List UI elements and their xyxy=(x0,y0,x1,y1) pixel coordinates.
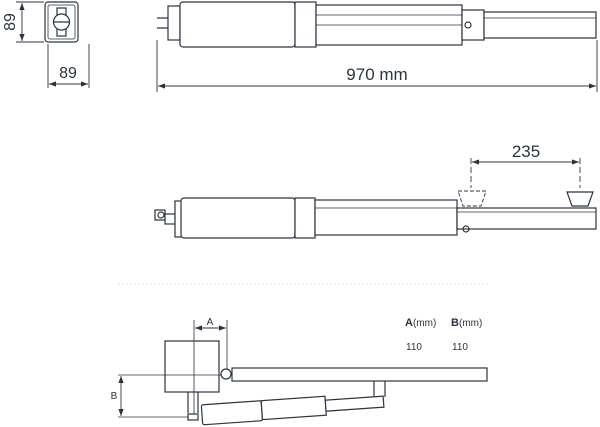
end-width-label: 89 xyxy=(59,65,77,82)
outer-tube-2 xyxy=(314,199,458,236)
extended-position-bracket xyxy=(566,191,594,207)
piston-rod-2 xyxy=(456,207,597,230)
dim-b-label: B xyxy=(111,391,118,402)
stroke-view: 235 xyxy=(154,142,597,239)
length-label: 970 mm xyxy=(346,65,407,84)
end-height-label: 89 xyxy=(2,13,19,31)
piston-rod xyxy=(483,11,597,39)
table-value-a: 110 xyxy=(406,342,422,353)
retracted-position-bracket xyxy=(457,190,487,207)
motor-housing xyxy=(179,1,296,48)
side-view: 970 mm xyxy=(156,1,598,92)
dim-a-label: A xyxy=(207,317,214,328)
actuator xyxy=(200,395,385,426)
gate-post xyxy=(164,340,220,393)
motor-housing-2 xyxy=(180,197,296,239)
table-value-b: 110 xyxy=(452,342,468,353)
hinge-icon xyxy=(220,368,232,380)
table-header-b: B(mm) xyxy=(451,317,482,329)
end-view: 89 89 xyxy=(2,1,90,88)
install-view: A B xyxy=(111,317,488,426)
dimension-table: A(mm) B(mm) 110 110 xyxy=(405,317,482,353)
table-header-a: A(mm) xyxy=(405,317,436,329)
stroke-label: 235 xyxy=(512,142,540,161)
gate-leaf xyxy=(231,367,488,382)
